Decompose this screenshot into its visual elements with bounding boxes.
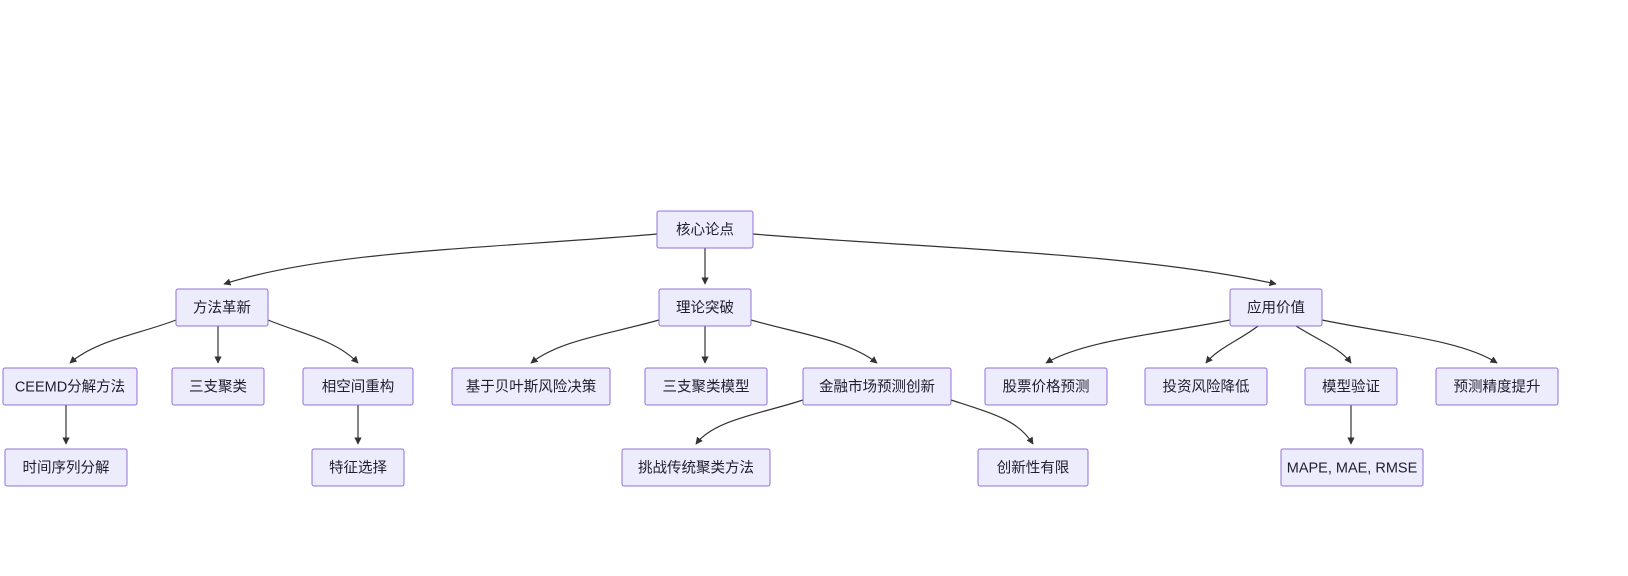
node-n1a1[interactable]: 时间序列分解 [4,448,128,487]
node-label-n1a1: 时间序列分解 [23,459,110,476]
node-n2c2[interactable]: 创新性有限 [977,448,1089,487]
node-n1a[interactable]: CEEMD分解方法 [2,367,138,406]
node-box-n3a[interactable] [984,367,1108,406]
node-box-n3b[interactable] [1144,367,1268,406]
edge-root-to-n1 [223,233,658,286]
node-box-n2[interactable] [658,288,752,327]
edge-n3-to-n3c [1295,325,1352,364]
node-box-n2c[interactable] [802,367,952,406]
edge-n2-to-n2a [530,319,660,364]
node-label-n3c: 模型验证 [1322,378,1380,395]
node-label-n2c2: 创新性有限 [997,459,1070,476]
edge-n1-to-n1a [69,319,177,364]
node-label-n1: 方法革新 [193,299,251,316]
node-n2b[interactable]: 三支聚类模型 [644,367,768,406]
node-label-n1c: 相空间重构 [322,378,395,395]
edge-n3-to-n3b [1205,325,1259,364]
node-n2c1[interactable]: 挑战传统聚类方法 [621,448,771,487]
node-label-n2c: 金融市场预测创新 [819,378,935,395]
node-root[interactable]: 核心论点 [656,210,754,249]
node-label-n1b: 三支聚类 [189,378,247,395]
node-label-n1c1: 特征选择 [329,459,387,476]
node-label-n3b: 投资风险降低 [1163,378,1250,395]
edge-n2c-to-n2c1 [695,399,804,445]
node-label-n2b: 三支聚类模型 [663,378,750,395]
node-box-n2c2[interactable] [977,448,1089,487]
node-n3b[interactable]: 投资风险降低 [1144,367,1268,406]
edge-n1-to-n1c [267,319,359,364]
node-box-n1a1[interactable] [4,448,128,487]
node-label-n3c1: MAPE, MAE, RMSE [1287,460,1418,476]
node-box-n1c1[interactable] [311,448,405,487]
node-box-n3d[interactable] [1435,367,1559,406]
node-box-n1b[interactable] [171,367,265,406]
node-label-n3: 应用价值 [1247,298,1305,316]
node-box-n3c[interactable] [1304,367,1398,406]
node-n3c[interactable]: 模型验证 [1304,367,1398,406]
node-n2c[interactable]: 金融市场预测创新 [802,367,952,406]
edge-n3-to-n3d [1321,319,1498,364]
node-box-root[interactable] [656,210,754,249]
node-n3d[interactable]: 预测精度提升 [1435,367,1559,406]
node-label-n2: 理论突破 [676,299,734,316]
node-box-n2c1[interactable] [621,448,771,487]
node-label-n3d: 预测精度提升 [1454,378,1541,395]
node-n2a[interactable]: 基于贝叶斯风险决策 [451,367,611,406]
node-n1b[interactable]: 三支聚类 [171,367,265,406]
node-n1c1[interactable]: 特征选择 [311,448,405,487]
edges-layer [62,233,1498,445]
edge-root-to-n3 [752,233,1277,287]
node-box-n2b[interactable] [644,367,768,406]
edge-n2-to-n2c [750,319,878,364]
node-n1c[interactable]: 相空间重构 [302,367,414,406]
node-label-n3a: 股票价格预测 [1003,378,1090,395]
node-box-n1[interactable] [175,288,269,327]
node-n2[interactable]: 理论突破 [658,288,752,327]
node-box-n2a[interactable] [451,367,611,406]
node-box-n1a[interactable] [2,367,138,406]
node-label-n1a: CEEMD分解方法 [15,378,125,395]
node-n1[interactable]: 方法革新 [175,288,269,327]
node-box-n3[interactable] [1229,288,1323,327]
edge-n2c-to-n2c2 [950,399,1034,445]
edge-n3-to-n3a [1045,319,1231,364]
node-label-n2c1: 挑战传统聚类方法 [638,459,754,476]
node-label-n2a: 基于贝叶斯风险决策 [466,378,597,395]
node-n3a[interactable]: 股票价格预测 [984,367,1108,406]
node-box-n1c[interactable] [302,367,414,406]
node-n3c1[interactable]: MAPE, MAE, RMSE [1280,448,1424,487]
node-n3[interactable]: 应用价值 [1229,288,1323,327]
node-box-n3c1[interactable] [1280,448,1424,487]
node-label-root: 核心论点 [676,221,734,238]
